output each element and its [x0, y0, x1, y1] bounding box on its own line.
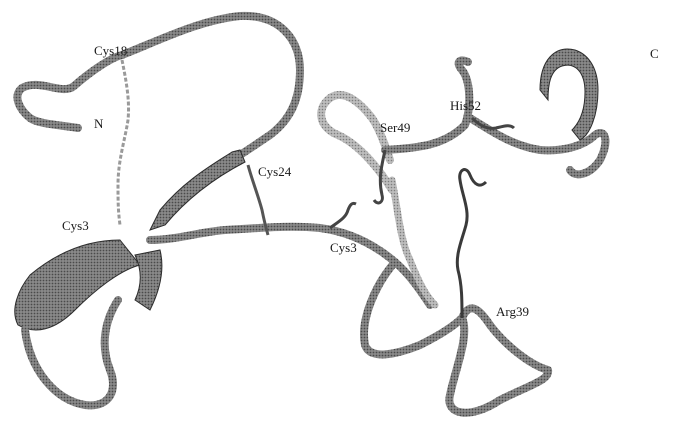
label-cys3: Cys3: [62, 218, 89, 233]
label-ser49: Ser49: [380, 120, 410, 135]
beta-strand-1: [150, 150, 245, 230]
label-his52: His52: [450, 98, 481, 113]
arg39-sidechain: [457, 170, 486, 318]
disulfide-bond-3-18: [118, 60, 129, 225]
n-terminal-coil: [17, 55, 122, 128]
beta-strand-2: [15, 240, 140, 330]
beta-strand-3: [135, 250, 162, 310]
label-n-terminus: N: [94, 116, 104, 131]
alpha-helix-c: [540, 49, 598, 140]
lower-right-loop: [364, 262, 548, 413]
label-cys-center: Cys3: [330, 240, 357, 255]
label-arg39: Arg39: [496, 304, 529, 319]
label-cys18: Cys18: [94, 43, 127, 58]
label-c-terminus: C: [650, 46, 659, 61]
cys-sidechain-center: [330, 203, 356, 228]
label-cys24: Cys24: [258, 164, 292, 179]
top-loop-coil: [122, 16, 300, 155]
